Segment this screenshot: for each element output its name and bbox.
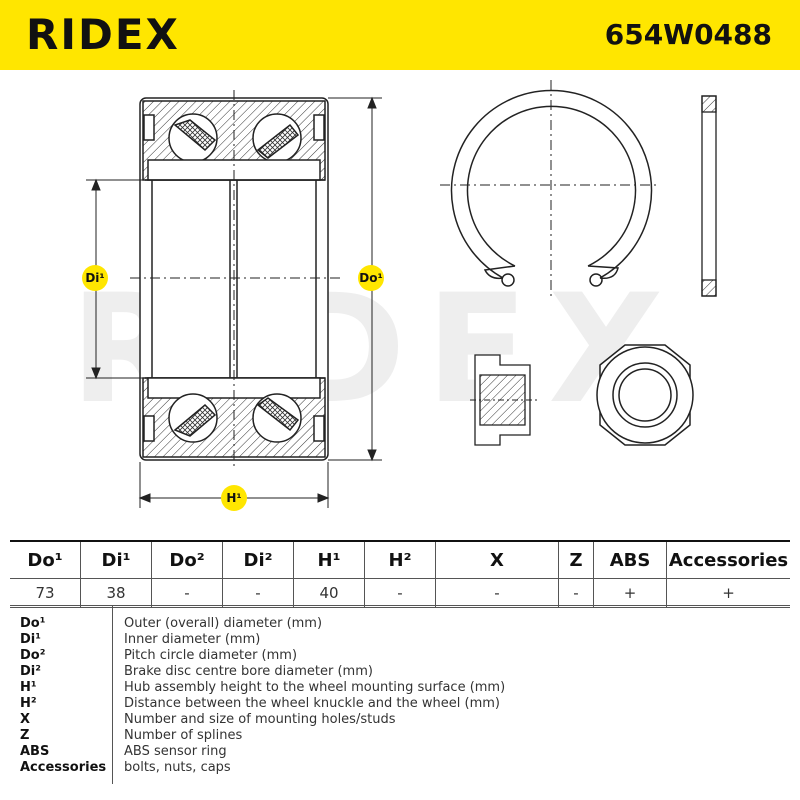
legend-code: Z bbox=[20, 728, 30, 743]
legend-desc: Brake disc centre bore diameter (mm) bbox=[124, 664, 373, 679]
spec-value-row: 73 38 - - 40 - - - + + bbox=[10, 578, 790, 608]
legend-desc: ABS sensor ring bbox=[124, 744, 227, 759]
header-h1: H¹ bbox=[293, 540, 365, 579]
legend-desc: Hub assembly height to the wheel mountin… bbox=[124, 680, 506, 695]
legend-row: X Number and size of mounting holes/studs bbox=[10, 712, 790, 728]
legend-row: H¹ Hub assembly height to the wheel mount… bbox=[10, 680, 790, 696]
brand-logo: RIDEX bbox=[26, 10, 180, 59]
header-bar: RIDEX 654W0488 bbox=[0, 0, 800, 70]
header-di2: Di² bbox=[222, 540, 294, 579]
legend-desc: Distance between the wheel knuckle and t… bbox=[124, 696, 500, 711]
legend-desc: Inner diameter (mm) bbox=[124, 632, 261, 647]
header-do2: Do² bbox=[151, 540, 223, 579]
value-z: - bbox=[558, 578, 594, 608]
nut-side-view bbox=[470, 354, 540, 446]
value-h1: 40 bbox=[293, 578, 365, 608]
legend-desc: Number of splines bbox=[124, 728, 243, 743]
value-h2: - bbox=[364, 578, 436, 608]
bearing-section bbox=[130, 90, 340, 470]
legend-code: ABS bbox=[20, 744, 50, 759]
circlip-side-view bbox=[701, 95, 717, 297]
legend-row: Z Number of splines bbox=[10, 728, 790, 744]
legend-row: Accessories bolts, nuts, caps bbox=[10, 760, 790, 776]
header-h2: H² bbox=[364, 540, 436, 579]
legend-code: Do² bbox=[20, 648, 46, 663]
legend-desc: bolts, nuts, caps bbox=[124, 760, 231, 775]
value-di2: - bbox=[222, 578, 294, 608]
legend-code: Do¹ bbox=[20, 616, 46, 631]
legend-divider bbox=[112, 606, 113, 784]
value-di1: 38 bbox=[80, 578, 152, 608]
spec-table: Do¹ Di¹ Do² Di² H¹ H² X Z ABS Accessorie… bbox=[10, 540, 790, 608]
nut-front-view bbox=[596, 344, 694, 446]
header-abs: ABS bbox=[593, 540, 667, 579]
di-dimension-label: Di¹ bbox=[82, 265, 108, 291]
legend-desc: Number and size of mounting holes/studs bbox=[124, 712, 396, 727]
legend-desc: Pitch circle diameter (mm) bbox=[124, 648, 298, 663]
value-x: - bbox=[435, 578, 559, 608]
do-dimension-label: Do¹ bbox=[358, 265, 384, 291]
legend-code: Di² bbox=[20, 664, 41, 679]
legend-row: Di¹ Inner diameter (mm) bbox=[10, 632, 790, 648]
value-do2: - bbox=[151, 578, 223, 608]
legend-code: X bbox=[20, 712, 31, 727]
value-abs: + bbox=[593, 578, 667, 608]
header-di1: Di¹ bbox=[80, 540, 152, 579]
legend-row: Do² Pitch circle diameter (mm) bbox=[10, 648, 790, 664]
h-dimension-label: H¹ bbox=[221, 485, 247, 511]
legend-row: Do¹ Outer (overall) diameter (mm) bbox=[10, 616, 790, 632]
part-number: 654W0488 bbox=[604, 18, 772, 51]
legend-row: H² Distance between the wheel knuckle and… bbox=[10, 696, 790, 712]
header-z: Z bbox=[558, 540, 594, 579]
legend-row: Di² Brake disc centre bore diameter (mm) bbox=[10, 664, 790, 680]
legend-row: ABS ABS sensor ring bbox=[10, 744, 790, 760]
header-accessories: Accessories bbox=[666, 540, 790, 579]
legend-table: Do¹ Outer (overall) diameter (mm) Di¹ Inne… bbox=[10, 605, 790, 786]
legend-code: Accessories bbox=[20, 760, 107, 775]
header-do1: Do¹ bbox=[10, 540, 81, 579]
technical-drawing: RIDEX bbox=[0, 70, 800, 540]
spec-header-row: Do¹ Di¹ Do² Di² H¹ H² X Z ABS Accessorie… bbox=[10, 540, 790, 579]
legend-code: Di¹ bbox=[20, 632, 41, 647]
header-x: X bbox=[435, 540, 559, 579]
value-accessories: + bbox=[666, 578, 790, 608]
circlip-drawing bbox=[440, 80, 660, 300]
legend-desc: Outer (overall) diameter (mm) bbox=[124, 616, 323, 631]
legend-code: H¹ bbox=[20, 680, 37, 695]
value-do1: 73 bbox=[10, 578, 81, 608]
bearing-drawing-svg bbox=[86, 80, 717, 508]
legend-code: H² bbox=[20, 696, 37, 711]
